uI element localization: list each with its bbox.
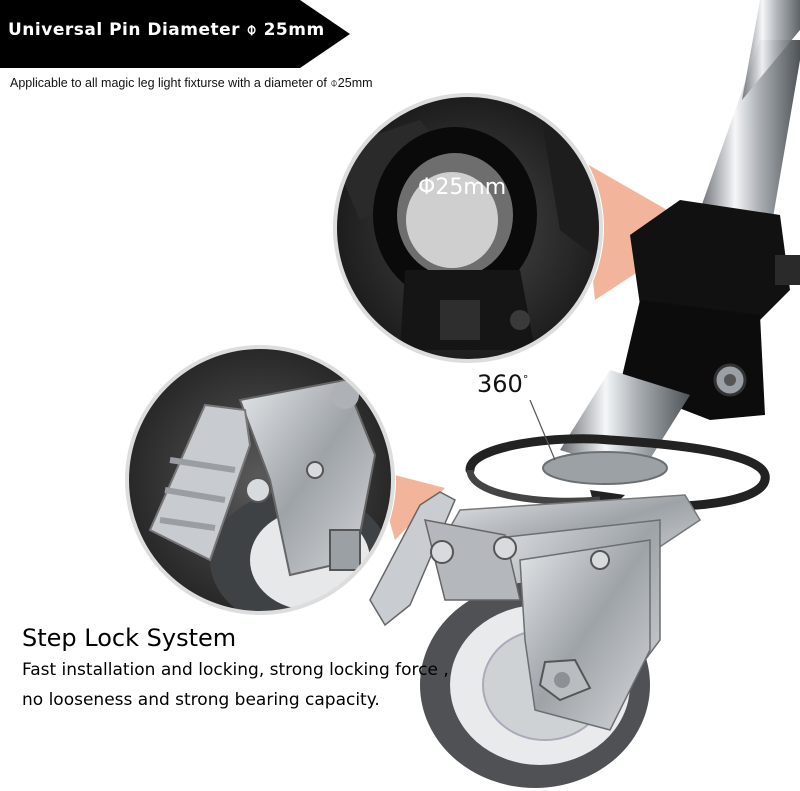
feature-title: Step Lock System [22, 624, 237, 652]
subtitle: Applicable to all magic leg light fixtur… [10, 76, 373, 90]
title-banner [0, 0, 350, 68]
pole [542, 0, 800, 485]
caster [369, 491, 702, 788]
feature-description-line-2: no looseness and strong bearing capacity… [22, 690, 380, 710]
rotation-unit: ° [522, 373, 529, 386]
rotation-value: 360 [477, 370, 523, 398]
detail-circle-pin-socket [332, 92, 604, 364]
banner-title: Universal Pin Diameter ⌽ 25mm [8, 20, 325, 40]
diameter-callout: Φ25mm [418, 175, 507, 200]
feature-description-line-1: Fast installation and locking, strong lo… [22, 660, 449, 680]
detail-circle-step-lock [124, 344, 396, 616]
rotation-label: 360° [477, 370, 528, 398]
